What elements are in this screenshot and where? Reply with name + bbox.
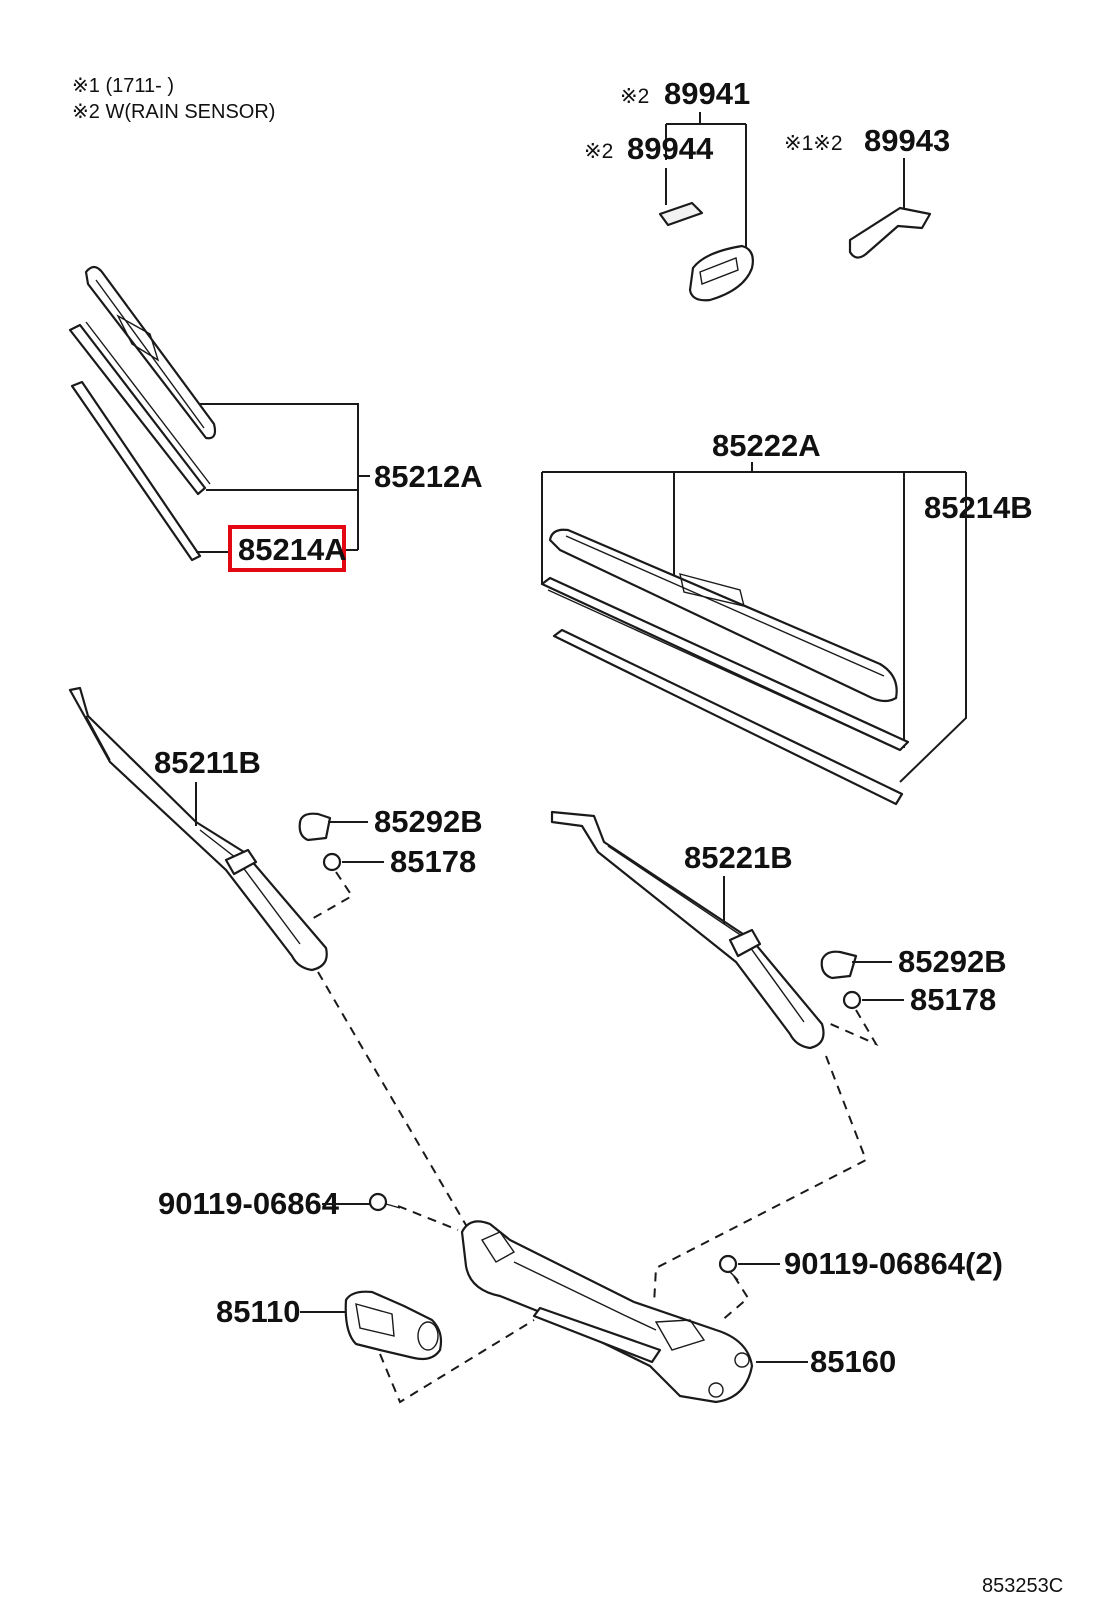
label-85292B-left[interactable]: 85292B	[374, 804, 483, 839]
label-89943-mark: ※1※2	[784, 132, 843, 155]
dashed-line-bolt-left	[397, 1205, 459, 1231]
note-2: ※2 W(RAIN SENSOR)	[72, 101, 275, 123]
label-89943[interactable]: 89943	[864, 123, 950, 158]
part-85178-left-group: 85178	[322, 844, 476, 879]
label-85211B[interactable]: 85211B	[154, 745, 261, 780]
part-90119-left-group: 90119-06864	[158, 1186, 401, 1221]
label-85178-left[interactable]: 85178	[390, 844, 476, 879]
label-85222A[interactable]: 85222A	[712, 428, 821, 463]
dashed-line-motor	[379, 1319, 535, 1404]
part-89944-group: ※2 89944	[584, 131, 714, 227]
wiper-arm-right-shapes	[550, 810, 825, 1050]
nut-right-shape	[842, 990, 862, 1010]
wiper-motor-shapes	[344, 1290, 443, 1361]
part-85292B-left-group: 85292B	[298, 804, 483, 842]
sensor-bracket-shape	[848, 206, 932, 259]
nut-left-shape	[322, 852, 342, 872]
part-90119-right-group: 90119-06864(2)	[718, 1246, 1003, 1281]
wiper-arm-left-shapes	[68, 686, 328, 972]
part-85212A-group: 85212A	[200, 403, 483, 550]
part-85110-group: 85110	[216, 1294, 346, 1329]
bolt-right-shape	[718, 1254, 738, 1274]
part-85214B-group: 85214B	[899, 472, 1033, 783]
dashed-line-right-arm	[653, 1055, 868, 1305]
label-85212A[interactable]: 85212A	[374, 459, 483, 494]
label-85221B[interactable]: 85221B	[684, 840, 793, 875]
label-85292B-right[interactable]: 85292B	[898, 944, 1007, 979]
wiper-blade-left-shapes	[68, 265, 217, 562]
cap-right-shape	[820, 950, 858, 980]
highlight-box-85214A	[228, 525, 346, 572]
label-85214B[interactable]: 85214B	[924, 490, 1033, 525]
part-89943-group: ※1※2 89943	[784, 123, 950, 259]
wiper-linkage-shapes	[460, 1220, 754, 1404]
dashed-line-nut-right	[825, 1009, 879, 1047]
label-90119-left[interactable]: 90119-06864	[158, 1186, 340, 1221]
part-85160-group: 85160	[756, 1344, 896, 1379]
dashed-line-nut-left	[309, 871, 354, 921]
dashed-line-bolt-right	[719, 1275, 750, 1323]
part-85214A-group: 85214A	[196, 525, 358, 572]
part-85178-right-group: 85178	[842, 982, 996, 1017]
label-89941[interactable]: 89941	[664, 76, 750, 111]
part-85211B-group: 85211B	[154, 745, 261, 826]
dashed-line-left-arm	[317, 971, 471, 1233]
label-89944[interactable]: 89944	[627, 131, 714, 166]
part-85292B-right-group: 85292B	[820, 944, 1007, 980]
rain-sensor-shape	[688, 244, 754, 302]
part-89941-group: ※2 89941	[620, 76, 750, 248]
part-85221B-group: 85221B	[684, 840, 793, 924]
bolt-left-shape	[368, 1192, 388, 1212]
note-1: ※1 (1711- )	[72, 75, 174, 97]
label-85160[interactable]: 85160	[810, 1344, 896, 1379]
label-85110[interactable]: 85110	[216, 1294, 301, 1329]
part-85222A-group: 85222A	[541, 428, 966, 748]
label-89944-mark: ※2	[584, 140, 613, 163]
wiper-blade-right-shapes	[540, 528, 910, 806]
label-85178-right[interactable]: 85178	[910, 982, 996, 1017]
rain-sensor-pad-shape	[658, 201, 704, 227]
label-90119-right[interactable]: 90119-06864(2)	[784, 1246, 1003, 1281]
label-89941-mark: ※2	[620, 85, 649, 108]
diagram-code: 853253C	[982, 1575, 1063, 1597]
cap-left-shape	[298, 812, 332, 842]
label-85214A[interactable]: 85214A	[238, 532, 347, 567]
